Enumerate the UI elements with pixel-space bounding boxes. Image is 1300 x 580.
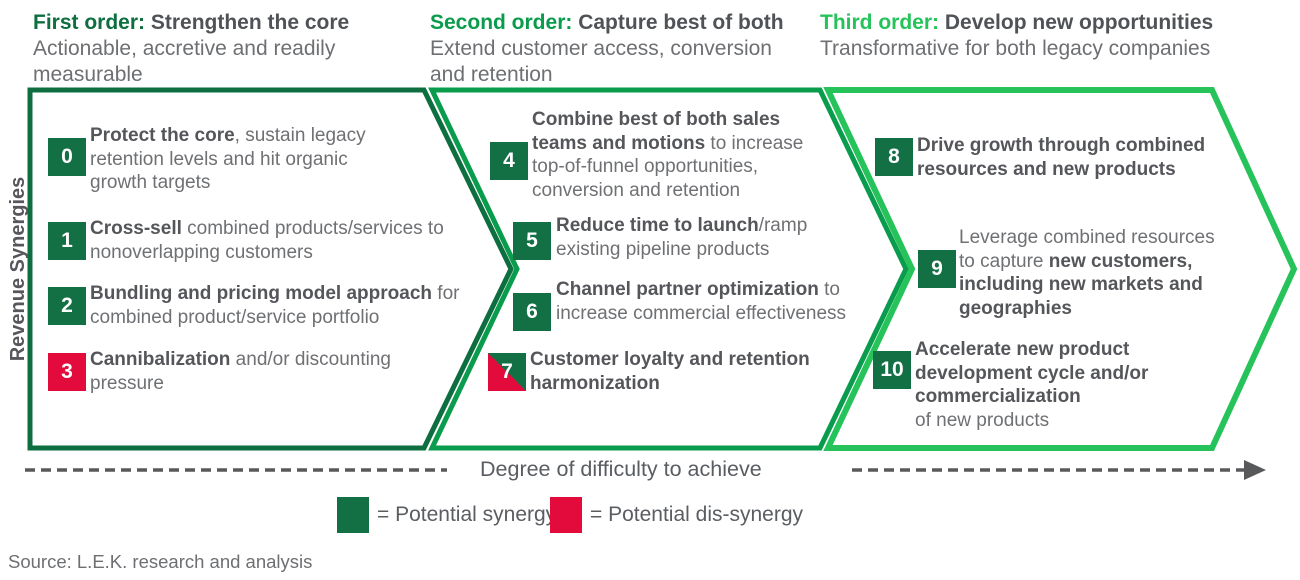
second-order-chevron (428, 87, 909, 451)
item-8-badge: 8 (875, 138, 913, 176)
first-order-prefix: First order: (33, 11, 146, 34)
item-7-badge: 7 (488, 353, 526, 391)
dis-synergy-legend-label: = Potential dis-synergy (590, 503, 804, 526)
first-order-chevron (27, 87, 514, 451)
third-order-header: Third order: Develop new opportunities T… (820, 10, 1280, 62)
dis-synergy-legend-swatch (550, 497, 582, 533)
second-order-title-text: Capture best of both (578, 11, 784, 34)
item-6-badge: 6 (513, 293, 551, 331)
item-5-badge: 5 (513, 222, 551, 260)
item-3-text: Cannibalization and/or discounting press… (90, 349, 391, 394)
item-2-text: Bundling and pricing model approach for … (90, 283, 460, 328)
first-order-title: First order: Strengthen the core (33, 10, 378, 36)
item-1-text: Cross-sell combined products/services to… (90, 218, 444, 263)
item-7-text: Customer loyalty and retention harmoniza… (530, 349, 810, 394)
item-2-badge: 2 (48, 287, 86, 325)
second-order-title: Second order: Capture best of both (430, 10, 788, 36)
item-8-text: Drive growth through combined resources … (917, 135, 1206, 180)
item-1-badge: 1 (48, 222, 86, 260)
first-order-title-text: Strengthen the core (150, 11, 350, 34)
synergy-legend-label: = Potential synergy (377, 503, 557, 526)
item-6-text: Channel partner optimization to increase… (556, 279, 847, 324)
difficulty-axis-label: Degree of difficulty to achieve (480, 457, 762, 481)
second-order-prefix: Second order: (430, 11, 573, 34)
third-order-title-text: Develop new opportunities (944, 11, 1214, 34)
item-10-text: Accelerate new product development cycle… (915, 339, 1149, 431)
first-order-header: First order: Strengthen the core Actiona… (33, 10, 378, 88)
item-0-badge: 0 (48, 138, 86, 176)
item-10-badge: 10 (873, 351, 911, 389)
synergy-legend-swatch (337, 497, 369, 533)
third-order-chevron (823, 87, 1298, 451)
source-note: Source: L.E.K. research and analysis (8, 551, 313, 572)
item-0-text: Protect the core, sustain legacy retenti… (90, 125, 366, 193)
second-order-subtitle: Extend customer access, conversion and r… (430, 37, 772, 86)
third-order-subtitle: Transformative for both legacy companies (820, 37, 1211, 60)
item-9-text: Leverage combined resources to capture n… (959, 227, 1215, 319)
third-order-prefix: Third order: (820, 11, 939, 34)
first-order-subtitle: Actionable, accretive and readily measur… (33, 37, 336, 86)
second-order-header: Second order: Capture best of both Exten… (430, 10, 788, 88)
item-3-badge: 3 (48, 353, 86, 391)
item-5-text: Reduce time to launch/ramp existing pipe… (556, 215, 808, 260)
item-4-badge: 4 (490, 142, 528, 180)
third-order-title: Third order: Develop new opportunities (820, 10, 1280, 36)
y-axis-label: Revenue Synergies (7, 176, 29, 362)
arrowhead-icon (1244, 460, 1266, 480)
item-4-text: Combine best of both sales teams and mot… (532, 109, 804, 201)
item-9-badge: 9 (918, 250, 956, 288)
